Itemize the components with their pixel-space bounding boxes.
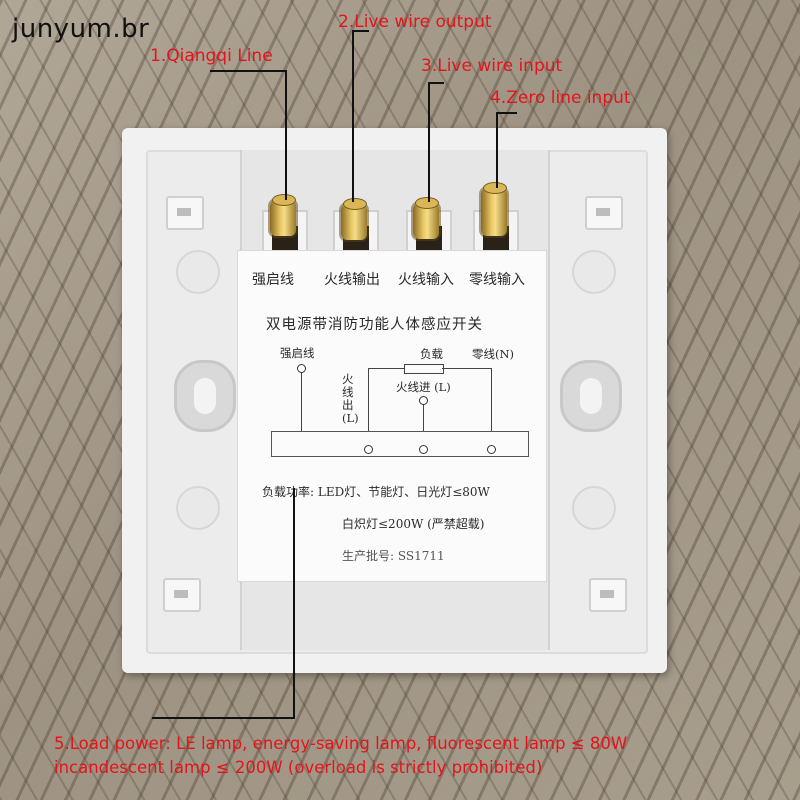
callout-live-wire-output: 2.Live wire output bbox=[338, 12, 492, 32]
terminal-label-1: 强启线 bbox=[252, 272, 294, 288]
dot-in bbox=[419, 396, 428, 405]
power-rating-line2: 白炽灯≤200W (严禁超载) bbox=[342, 517, 485, 531]
dot-zero-bus bbox=[487, 445, 496, 454]
leader-5-h bbox=[152, 717, 295, 719]
mount-hole-right bbox=[560, 360, 622, 432]
mount-hole-left bbox=[174, 360, 236, 432]
diagram-load-label: 负载 bbox=[420, 347, 443, 361]
leader-1-h bbox=[210, 70, 286, 72]
screw-zero bbox=[481, 182, 507, 236]
watermark: junyum.br bbox=[12, 14, 150, 44]
leader-1-v bbox=[285, 70, 287, 200]
callout-live-wire-input: 3.Live wire input bbox=[421, 56, 563, 76]
callout-qiangqi-line: 1.Qiangqi Line bbox=[150, 46, 273, 66]
clip-top-left bbox=[166, 196, 204, 230]
leader-3-v bbox=[428, 82, 430, 202]
leader-5-v bbox=[293, 488, 295, 718]
leader-2-v bbox=[352, 30, 354, 202]
callout-load-power-line1: 5.Load power: LE lamp, energy-saving lam… bbox=[54, 734, 628, 753]
screw-qiangqi bbox=[270, 194, 296, 236]
clip-top-right bbox=[585, 196, 623, 230]
callout-load-power-line2: incandescent lamp ≤ 200W (overload is st… bbox=[54, 758, 543, 777]
diagram-zero-label: 零线(N) bbox=[472, 347, 515, 361]
switch-bus-box bbox=[271, 431, 529, 457]
boss-top-right bbox=[572, 250, 616, 294]
dot-out-bus bbox=[364, 445, 373, 454]
diagram-live-in-label: 火线进 (L) bbox=[396, 380, 451, 394]
diagram-qiangqi-label: 强启线 bbox=[280, 346, 315, 360]
leader-4-v bbox=[496, 112, 498, 188]
power-rating-line1: 负载功率: LED灯、节能灯、日光灯≤80W bbox=[262, 485, 490, 499]
wire-load-top bbox=[368, 368, 404, 369]
screw-live-in bbox=[413, 197, 439, 239]
wire-zero-v bbox=[491, 368, 492, 431]
clip-bottom-left bbox=[163, 578, 201, 612]
wire-out-v bbox=[368, 368, 369, 431]
terminal-label-2: 火线输出 bbox=[324, 272, 380, 288]
clip-bottom-right bbox=[589, 578, 627, 612]
wire-qiangqi-v bbox=[301, 367, 302, 431]
terminal-label-3: 火线输入 bbox=[398, 272, 454, 288]
wire-load-right bbox=[442, 368, 491, 369]
screw-live-out bbox=[341, 198, 367, 240]
leader-3-h bbox=[428, 82, 444, 84]
leader-2-h bbox=[353, 30, 369, 32]
dot-in-bus bbox=[419, 445, 428, 454]
label-card: 强启线 火线输出 火线输入 零线输入 双电源带消防功能人体感应开关 强启线 负载… bbox=[237, 250, 547, 582]
boss-top-left bbox=[176, 250, 220, 294]
product-title: 双电源带消防功能人体感应开关 bbox=[266, 317, 483, 333]
dot-qiangqi bbox=[297, 364, 306, 373]
leader-4-h bbox=[497, 112, 517, 114]
diagram-live-out-label: 火 线 出 (L) bbox=[342, 372, 359, 425]
callout-zero-line-input: 4.Zero line input bbox=[490, 88, 631, 108]
load-resistor bbox=[404, 364, 444, 374]
boss-bottom-left bbox=[176, 486, 220, 530]
boss-bottom-right bbox=[572, 486, 616, 530]
batch-number: 生产批号: SS1711 bbox=[342, 549, 445, 563]
terminal-label-4: 零线输入 bbox=[469, 272, 525, 288]
wire-in-v bbox=[423, 399, 424, 431]
